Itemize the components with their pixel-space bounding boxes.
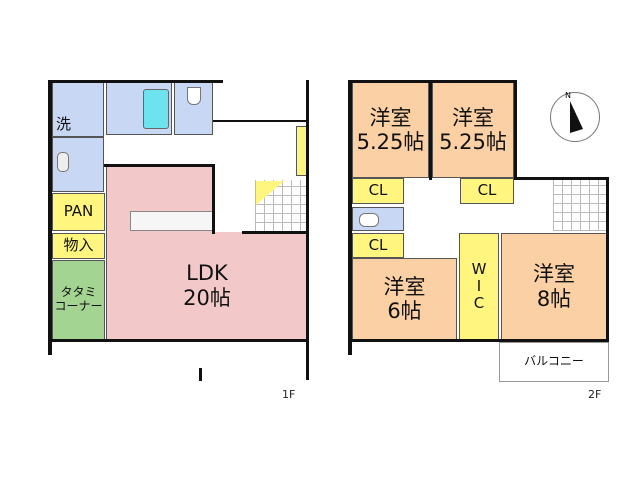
floor-2f-label: 2F <box>588 388 602 401</box>
room-size: 5.25帖 <box>356 130 425 154</box>
wash-room: 洗 <box>52 82 104 137</box>
sink-icon <box>57 152 69 172</box>
wall <box>348 339 609 342</box>
closet-3: CL <box>352 233 404 258</box>
toilet-room-2f <box>352 207 404 231</box>
wall <box>104 164 214 167</box>
toilet-icon <box>187 87 201 105</box>
mark-i <box>199 368 202 381</box>
storage: 物入 <box>52 233 105 259</box>
wall <box>306 80 309 380</box>
closet-2: CL <box>460 178 514 204</box>
wall <box>514 177 609 180</box>
toilet-icon <box>359 213 379 227</box>
pantry: PAN <box>52 193 105 231</box>
wall <box>212 164 215 234</box>
walk-in-closet: W I C <box>459 233 499 340</box>
staircase-2f[interactable] <box>553 180 607 231</box>
compass-north-label: N <box>565 91 571 100</box>
bathtub-icon <box>143 89 169 129</box>
room-size: 5.25帖 <box>439 130 507 154</box>
bathroom <box>106 82 172 135</box>
wall <box>348 80 352 355</box>
wall <box>213 120 308 122</box>
wall <box>242 231 308 234</box>
toilet-room <box>174 82 213 135</box>
ldk-name: LDK <box>186 261 228 286</box>
kitchen-area <box>106 166 214 234</box>
wall <box>429 80 432 180</box>
western-room-4: 洋室 8帖 <box>501 233 607 340</box>
wall <box>606 177 609 342</box>
western-room-3: 洋室 6帖 <box>352 258 457 340</box>
wall <box>48 80 52 355</box>
ldk-room: LDK 20帖 <box>106 232 308 340</box>
western-room-2: 洋室 5.25帖 <box>432 82 514 178</box>
compass: N <box>550 91 600 142</box>
closet-1: CL <box>352 178 404 204</box>
room-name: 洋室 <box>369 105 412 130</box>
north-arrow-icon <box>570 101 583 133</box>
wall <box>48 339 308 342</box>
wall <box>348 80 516 83</box>
kitchen-counter-icon <box>130 211 214 231</box>
western-room-1: 洋室 5.25帖 <box>352 82 429 178</box>
floor-1f-label: 1F <box>282 388 296 401</box>
tatami-corner: タタミ コーナー <box>52 260 105 340</box>
room-name: 洋室 <box>383 274 426 299</box>
wall <box>514 80 517 180</box>
room-size: 6帖 <box>387 299 422 323</box>
ldk-size: 20帖 <box>183 285 231 310</box>
wall <box>48 80 223 83</box>
room-name: 洋室 <box>533 262 575 287</box>
room-size: 8帖 <box>536 286 572 311</box>
balcony: バルコニー <box>499 342 609 382</box>
room-name: 洋室 <box>452 105 494 130</box>
washstand-area <box>52 137 104 192</box>
wash-room-label: 洗 <box>56 114 72 133</box>
